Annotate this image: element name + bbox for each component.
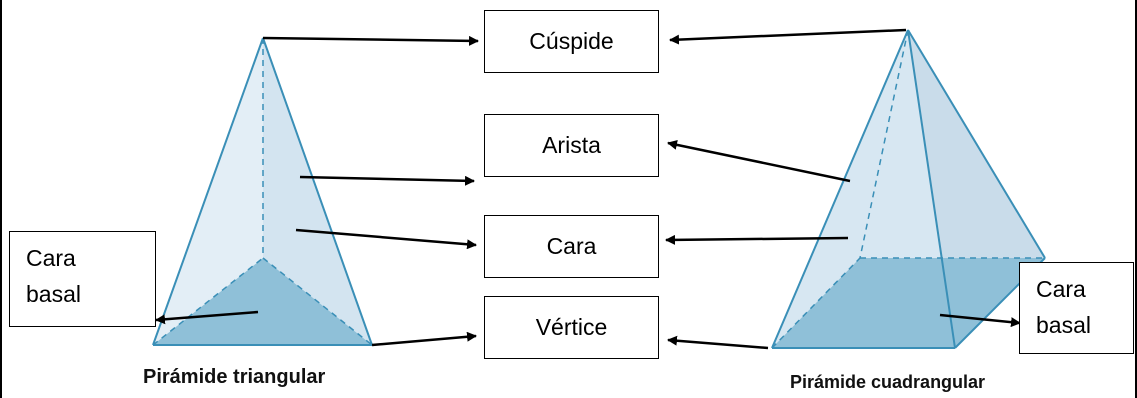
label-cara-basal-right: Cara basal — [1019, 262, 1134, 354]
label-arista: Arista — [484, 114, 659, 177]
arrow-apex-to-cuspide — [262, 35, 479, 46]
triangular-pyramid — [152, 37, 373, 346]
label-cara-basal-right-line1: Cara — [1036, 276, 1086, 302]
arrow-edge-to-arista-right — [667, 139, 851, 183]
arrow-edge-to-arista — [299, 175, 475, 186]
label-cara-basal-left-line2: basal — [26, 281, 81, 307]
label-cara: Cara — [484, 215, 659, 278]
square-pyramid — [771, 29, 1046, 349]
sq-edge-front-right — [907, 29, 956, 349]
caption-cuadrangular: Pirámide cuadrangular — [790, 372, 986, 392]
label-vertice: Vértice — [484, 296, 659, 359]
sq-edge-back-right — [907, 29, 1046, 259]
label-cuspide: Cúspide — [484, 10, 659, 73]
arrow-apex-to-cuspide-right — [669, 28, 907, 45]
caption-triangular: Pirámide triangular — [143, 366, 326, 388]
frame-border-left — [0, 0, 2, 398]
arrow-vertex-to-vertice-right — [667, 335, 769, 350]
sq-edge-front-left — [771, 29, 909, 349]
arrow-face-to-cara-right — [665, 234, 849, 245]
tri-base — [153, 258, 372, 345]
frame-border-right — [1135, 0, 1137, 398]
arrow-base-to-cara-basal-left — [155, 310, 259, 325]
arrow-base-to-cara-basal-right — [939, 313, 1021, 328]
tri-edge-hidden-right — [262, 257, 373, 346]
label-cara-basal-left: Cara basal — [9, 231, 156, 327]
tri-edge-hidden-left — [152, 257, 264, 346]
label-cara-basal-left-line1: Cara — [26, 245, 76, 271]
sq-edge-hidden-left — [771, 257, 861, 349]
arrow-face-to-cara — [295, 228, 477, 250]
tri-edge-right — [262, 37, 373, 346]
tri-edge-left — [152, 37, 264, 346]
arrow-vertex-to-vertice — [371, 331, 477, 347]
label-cara-basal-right-line2: basal — [1036, 312, 1091, 338]
sq-edge-hidden-apex — [859, 29, 909, 259]
